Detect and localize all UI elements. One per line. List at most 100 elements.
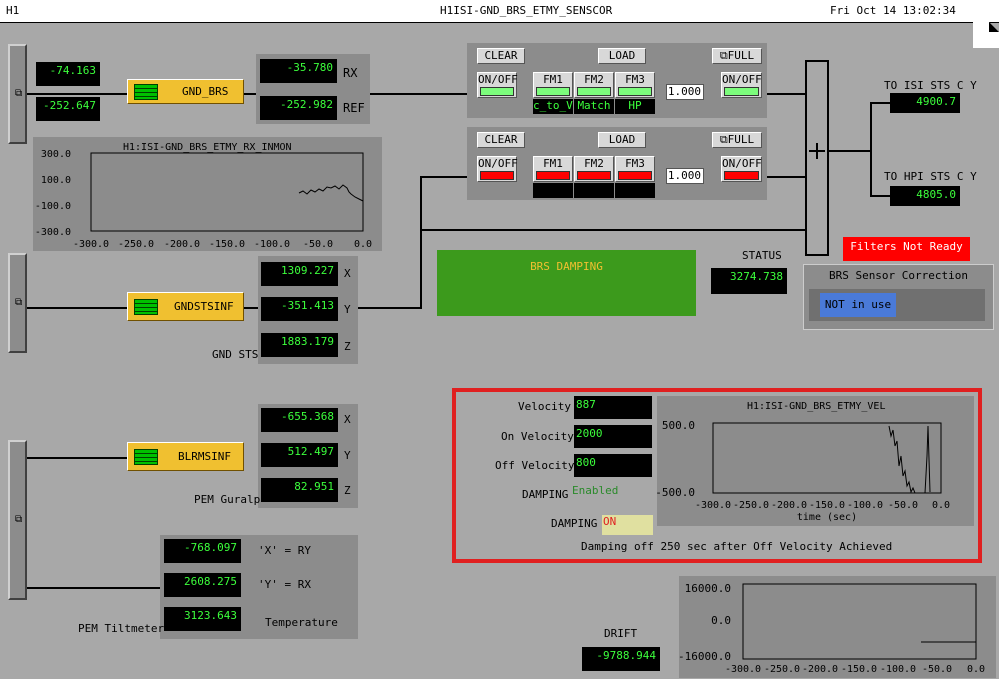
fm2-indicator	[577, 87, 611, 96]
y-label: Y	[344, 449, 351, 462]
side-menu-button-rx[interactable]: ⧉	[8, 44, 27, 144]
tiltmeter-y-label: 'Y' = RX	[258, 578, 311, 591]
drift-plot-xtick: -100.0	[880, 664, 916, 675]
fm1-indicator	[536, 171, 570, 180]
drift-plot-xtick: -50.0	[922, 664, 952, 675]
fm1-indicator	[536, 87, 570, 96]
rx-plot-ytick: -300.0	[35, 227, 71, 238]
vel-plot-xlabel: time (sec)	[797, 512, 857, 523]
gain-field[interactable]: 1.000	[666, 84, 704, 100]
output-onoff-button[interactable]: ON/OFF	[721, 156, 762, 182]
onoff-indicator	[724, 171, 759, 180]
fm1-button[interactable]: FM1	[533, 72, 573, 98]
drift-plot-ytick: -16000.0	[679, 650, 731, 663]
gnd-sts-caption: GND STS	[212, 348, 259, 361]
guralp-x: -655.368	[261, 408, 338, 432]
tiltmeter-temp-label: Temperature	[265, 616, 338, 629]
fm1-name: c_to_Ve	[533, 99, 573, 114]
vel-plot-ytick: 500.0	[662, 419, 695, 432]
vel-plot-xtick: -250.0	[733, 500, 769, 511]
rx-plot-xtick: -300.0	[73, 239, 109, 250]
rx-plot-ytick: 100.0	[41, 175, 71, 186]
fm1-label: FM1	[543, 73, 563, 86]
clock: Fri Oct 14 13:02:34	[830, 4, 956, 17]
input-onoff-button[interactable]: ON/OFF	[477, 72, 518, 98]
wire	[27, 587, 162, 589]
gndstsinf-button[interactable]: GNDSTSINF	[127, 292, 244, 321]
x-label: X	[344, 267, 351, 280]
gnd-sts-z: 1883.179	[261, 333, 338, 357]
side-menu-button-sts[interactable]: ⧉	[8, 253, 27, 353]
isi-output-value: 4900.7	[890, 93, 960, 113]
clear-button[interactable]: CLEAR	[477, 48, 525, 64]
status-label: STATUS	[742, 249, 782, 262]
drift-plot-xtick: -300.0	[725, 664, 761, 675]
window-icon: ⧉	[15, 88, 23, 99]
drift-plot-ytick: 16000.0	[685, 582, 731, 595]
rx-trace	[298, 184, 364, 202]
input-onoff-button[interactable]: ON/OFF	[477, 156, 518, 182]
fm2-button[interactable]: FM2	[574, 156, 614, 182]
clear-button[interactable]: CLEAR	[477, 132, 525, 148]
damping-on-control[interactable]: ON	[602, 515, 653, 535]
onoff-indicator	[480, 87, 514, 96]
full-label: FULL	[727, 133, 755, 146]
on-velocity-value: 2000	[574, 425, 652, 448]
status-value: 3274.738	[711, 268, 787, 294]
fm3-button[interactable]: FM3	[615, 156, 655, 182]
gnd-sts-x: 1309.227	[261, 262, 338, 286]
vel-plot-xtick: -200.0	[771, 500, 807, 511]
brs-damping-panel: BRS DAMPING	[437, 250, 696, 316]
gain-field[interactable]: 1.000	[666, 168, 704, 184]
wire	[422, 229, 805, 231]
rx-plot-xtick: -100.0	[254, 239, 290, 250]
full-button[interactable]: ⧉FULL	[712, 48, 762, 64]
onoff-label: ON/OFF	[478, 73, 518, 86]
rx-plot-xtick: 0.0	[354, 239, 372, 250]
fm2-button[interactable]: FM2	[574, 72, 614, 98]
damping-frame	[452, 388, 982, 563]
y-label: Y	[344, 303, 351, 316]
grid-icon	[134, 449, 158, 465]
rx-plot-xtick: -50.0	[303, 239, 333, 250]
full-button[interactable]: ⧉FULL	[712, 132, 762, 148]
fm2-label: FM2	[584, 157, 604, 170]
blrmsinf-button[interactable]: BLRMSINF	[127, 442, 244, 471]
wire	[767, 93, 805, 95]
fm1-button[interactable]: FM1	[533, 156, 573, 182]
drift-label: DRIFT	[604, 627, 638, 640]
velocity-plot: H1:ISI-GND_BRS_ETMY_VEL 500.0 -500.0 -30…	[657, 401, 950, 523]
ref-label: REF	[343, 101, 365, 115]
plus-icon	[816, 143, 818, 159]
gnd-brs-button[interactable]: GND_BRS	[127, 79, 244, 104]
rx-label: RX	[343, 66, 358, 80]
velocity-label: Velocity	[518, 400, 571, 413]
tiltmeter-x-label: 'X' = RY	[258, 544, 311, 557]
vel-plot-xtick: -300.0	[695, 500, 731, 511]
fm1-name	[533, 183, 573, 198]
guralp-z: 82.951	[261, 478, 338, 502]
screen-title: H1ISI-GND_BRS_ETMY_SENSCOR	[440, 4, 613, 17]
site-label: H1	[6, 4, 20, 17]
gndstsinf-button-label: GNDSTSINF	[174, 300, 234, 313]
vel-plot-ytick: -500.0	[657, 486, 695, 499]
vel-plot-xtick: -150.0	[809, 500, 845, 511]
side-menu-button-pem[interactable]: ⧉	[8, 440, 27, 600]
onoff-indicator	[724, 87, 759, 96]
wire	[870, 102, 872, 196]
load-button[interactable]: LOAD	[598, 48, 646, 64]
load-button[interactable]: LOAD	[598, 132, 646, 148]
velocity-trace	[888, 425, 931, 494]
brs-correction-title: BRS Sensor Correction	[828, 269, 969, 282]
fm3-button[interactable]: FM3	[615, 72, 655, 98]
fm3-name	[615, 183, 655, 198]
vel-plot-xtick: -50.0	[888, 500, 918, 511]
output-onoff-button[interactable]: ON/OFF	[721, 72, 762, 98]
velocity-value: 887	[574, 396, 652, 419]
grid-icon	[134, 84, 158, 100]
wire	[829, 150, 871, 152]
rx-plot-ytick: 300.0	[41, 149, 71, 160]
z-label: Z	[344, 484, 351, 497]
gnd-brs-button-label: GND_BRS	[182, 85, 229, 98]
fm1-label: FM1	[543, 157, 563, 170]
